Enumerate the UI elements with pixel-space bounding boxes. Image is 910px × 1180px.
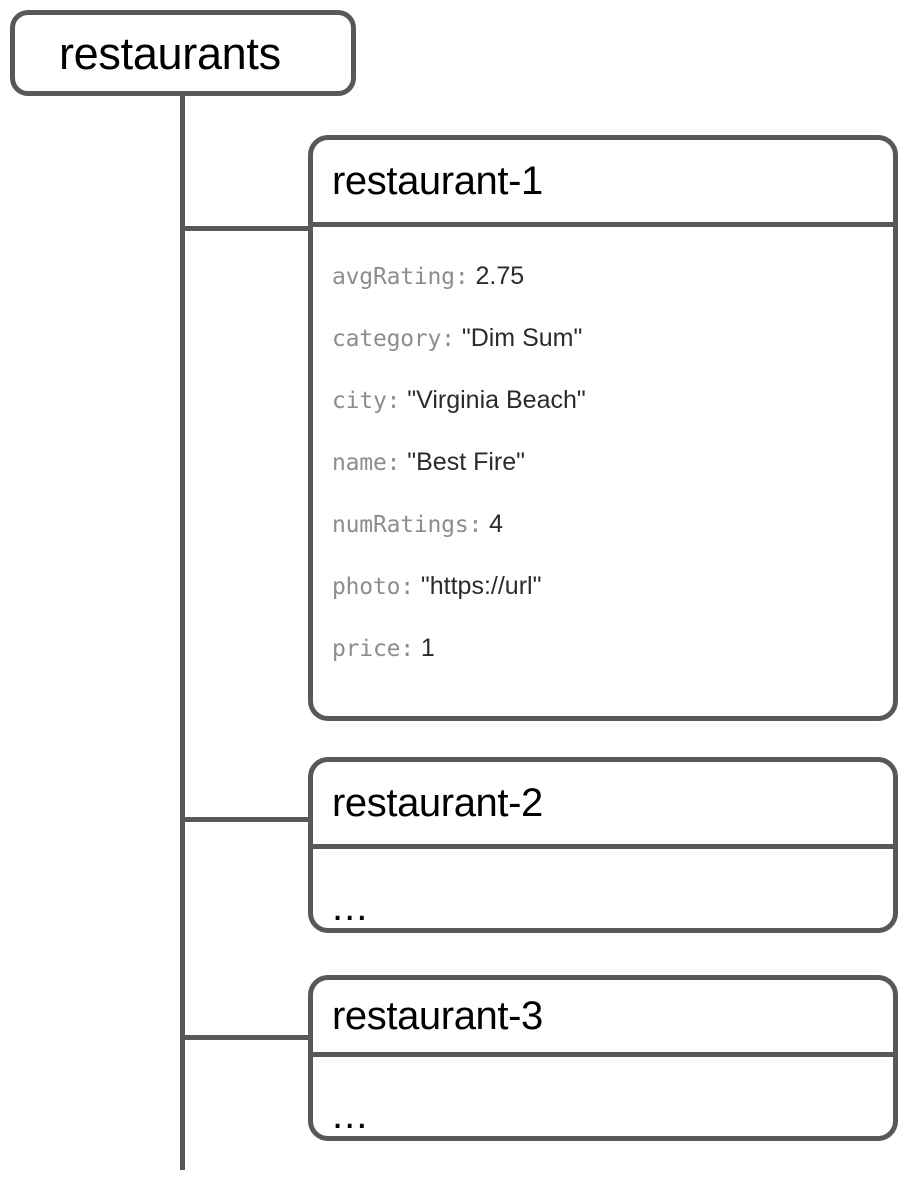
document-node-header: restaurant-2	[313, 762, 893, 849]
field-key: name:	[332, 450, 401, 476]
document-node-restaurant-1[interactable]: restaurant-1 avgRating:2.75 category:"Di…	[308, 135, 898, 721]
field-row: numRatings:4	[332, 493, 874, 555]
field-value: "Dim Sum"	[461, 324, 583, 352]
document-node-title: restaurant-1	[332, 159, 543, 203]
field-row: name:"Best Fire"	[332, 431, 874, 493]
field-key: price:	[332, 636, 414, 662]
document-node-title: restaurant-3	[332, 994, 543, 1038]
collection-node-restaurants[interactable]: restaurants	[10, 10, 356, 96]
document-node-header: restaurant-3	[313, 980, 893, 1057]
field-value: "Best Fire"	[407, 448, 526, 476]
document-node-placeholder: ...	[332, 1093, 369, 1137]
field-value: 2.75	[475, 262, 525, 290]
field-row: photo:"https://url"	[332, 555, 874, 617]
field-key: numRatings:	[332, 512, 483, 538]
collection-node-label: restaurants	[59, 27, 281, 79]
field-key: city:	[332, 388, 401, 414]
field-key: photo:	[332, 574, 414, 600]
field-row: category:"Dim Sum"	[332, 307, 874, 369]
tree-branch-line-2	[180, 817, 310, 822]
document-node-restaurant-3[interactable]: restaurant-3 ...	[308, 975, 898, 1141]
field-value: 4	[489, 510, 504, 538]
document-node-title: restaurant-2	[332, 781, 543, 825]
field-key: avgRating:	[332, 264, 469, 290]
document-node-placeholder: ...	[332, 885, 369, 929]
field-value: 1	[420, 634, 435, 662]
tree-trunk-line	[180, 95, 185, 1170]
field-row: city:"Virginia Beach"	[332, 369, 874, 431]
tree-branch-line-1	[180, 226, 310, 231]
document-node-fields: avgRating:2.75 category:"Dim Sum" city:"…	[313, 227, 893, 679]
field-key: category:	[332, 326, 455, 352]
document-node-header: restaurant-1	[313, 140, 893, 227]
field-value: "https://url"	[420, 572, 542, 600]
field-row: avgRating:2.75	[332, 245, 874, 307]
document-node-fields: ...	[313, 1057, 893, 1135]
document-node-fields: ...	[313, 849, 893, 927]
document-node-restaurant-2[interactable]: restaurant-2 ...	[308, 757, 898, 933]
field-row: price:1	[332, 617, 874, 679]
tree-branch-line-3	[180, 1035, 310, 1040]
field-value: "Virginia Beach"	[407, 386, 586, 414]
